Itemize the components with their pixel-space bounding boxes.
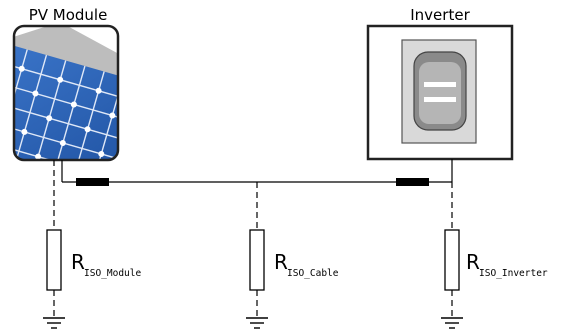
ground-symbol-icon <box>441 317 463 329</box>
resistor-symbol: R <box>274 250 288 274</box>
inverter-display <box>419 62 461 124</box>
resistor-symbol: R <box>71 250 85 274</box>
inverter-label: Inverter <box>410 6 470 24</box>
resistor-icon <box>249 229 265 291</box>
inverter-display-line-1 <box>424 82 456 87</box>
resistor-subscript: ISO_Cable <box>287 268 339 279</box>
cable <box>61 159 453 183</box>
pv-module-image <box>14 26 118 160</box>
cable-connector-left <box>76 178 109 186</box>
ground-symbol-icon <box>246 317 268 329</box>
pv-module: PV Module <box>12 6 120 162</box>
resistor-icon <box>444 229 460 291</box>
resistor-subscript: ISO_Inverter <box>479 268 548 279</box>
pv-module-label: PV Module <box>29 6 108 24</box>
resistor-icon <box>46 229 62 291</box>
inverter-display-line-2 <box>424 97 456 102</box>
resistor-iso-cable: R ISO_Cable <box>249 229 339 291</box>
pv-module-border <box>12 24 120 162</box>
inverter: Inverter <box>366 6 514 161</box>
resistor-iso-inverter: R ISO_Inverter <box>444 229 548 291</box>
resistor-subscript: ISO_Module <box>84 268 141 279</box>
resistor-symbol: R <box>466 250 480 274</box>
cable-connector-right <box>396 178 429 186</box>
resistor-iso-module: R ISO_Module <box>46 229 141 291</box>
ground-symbol-icon <box>43 317 65 329</box>
